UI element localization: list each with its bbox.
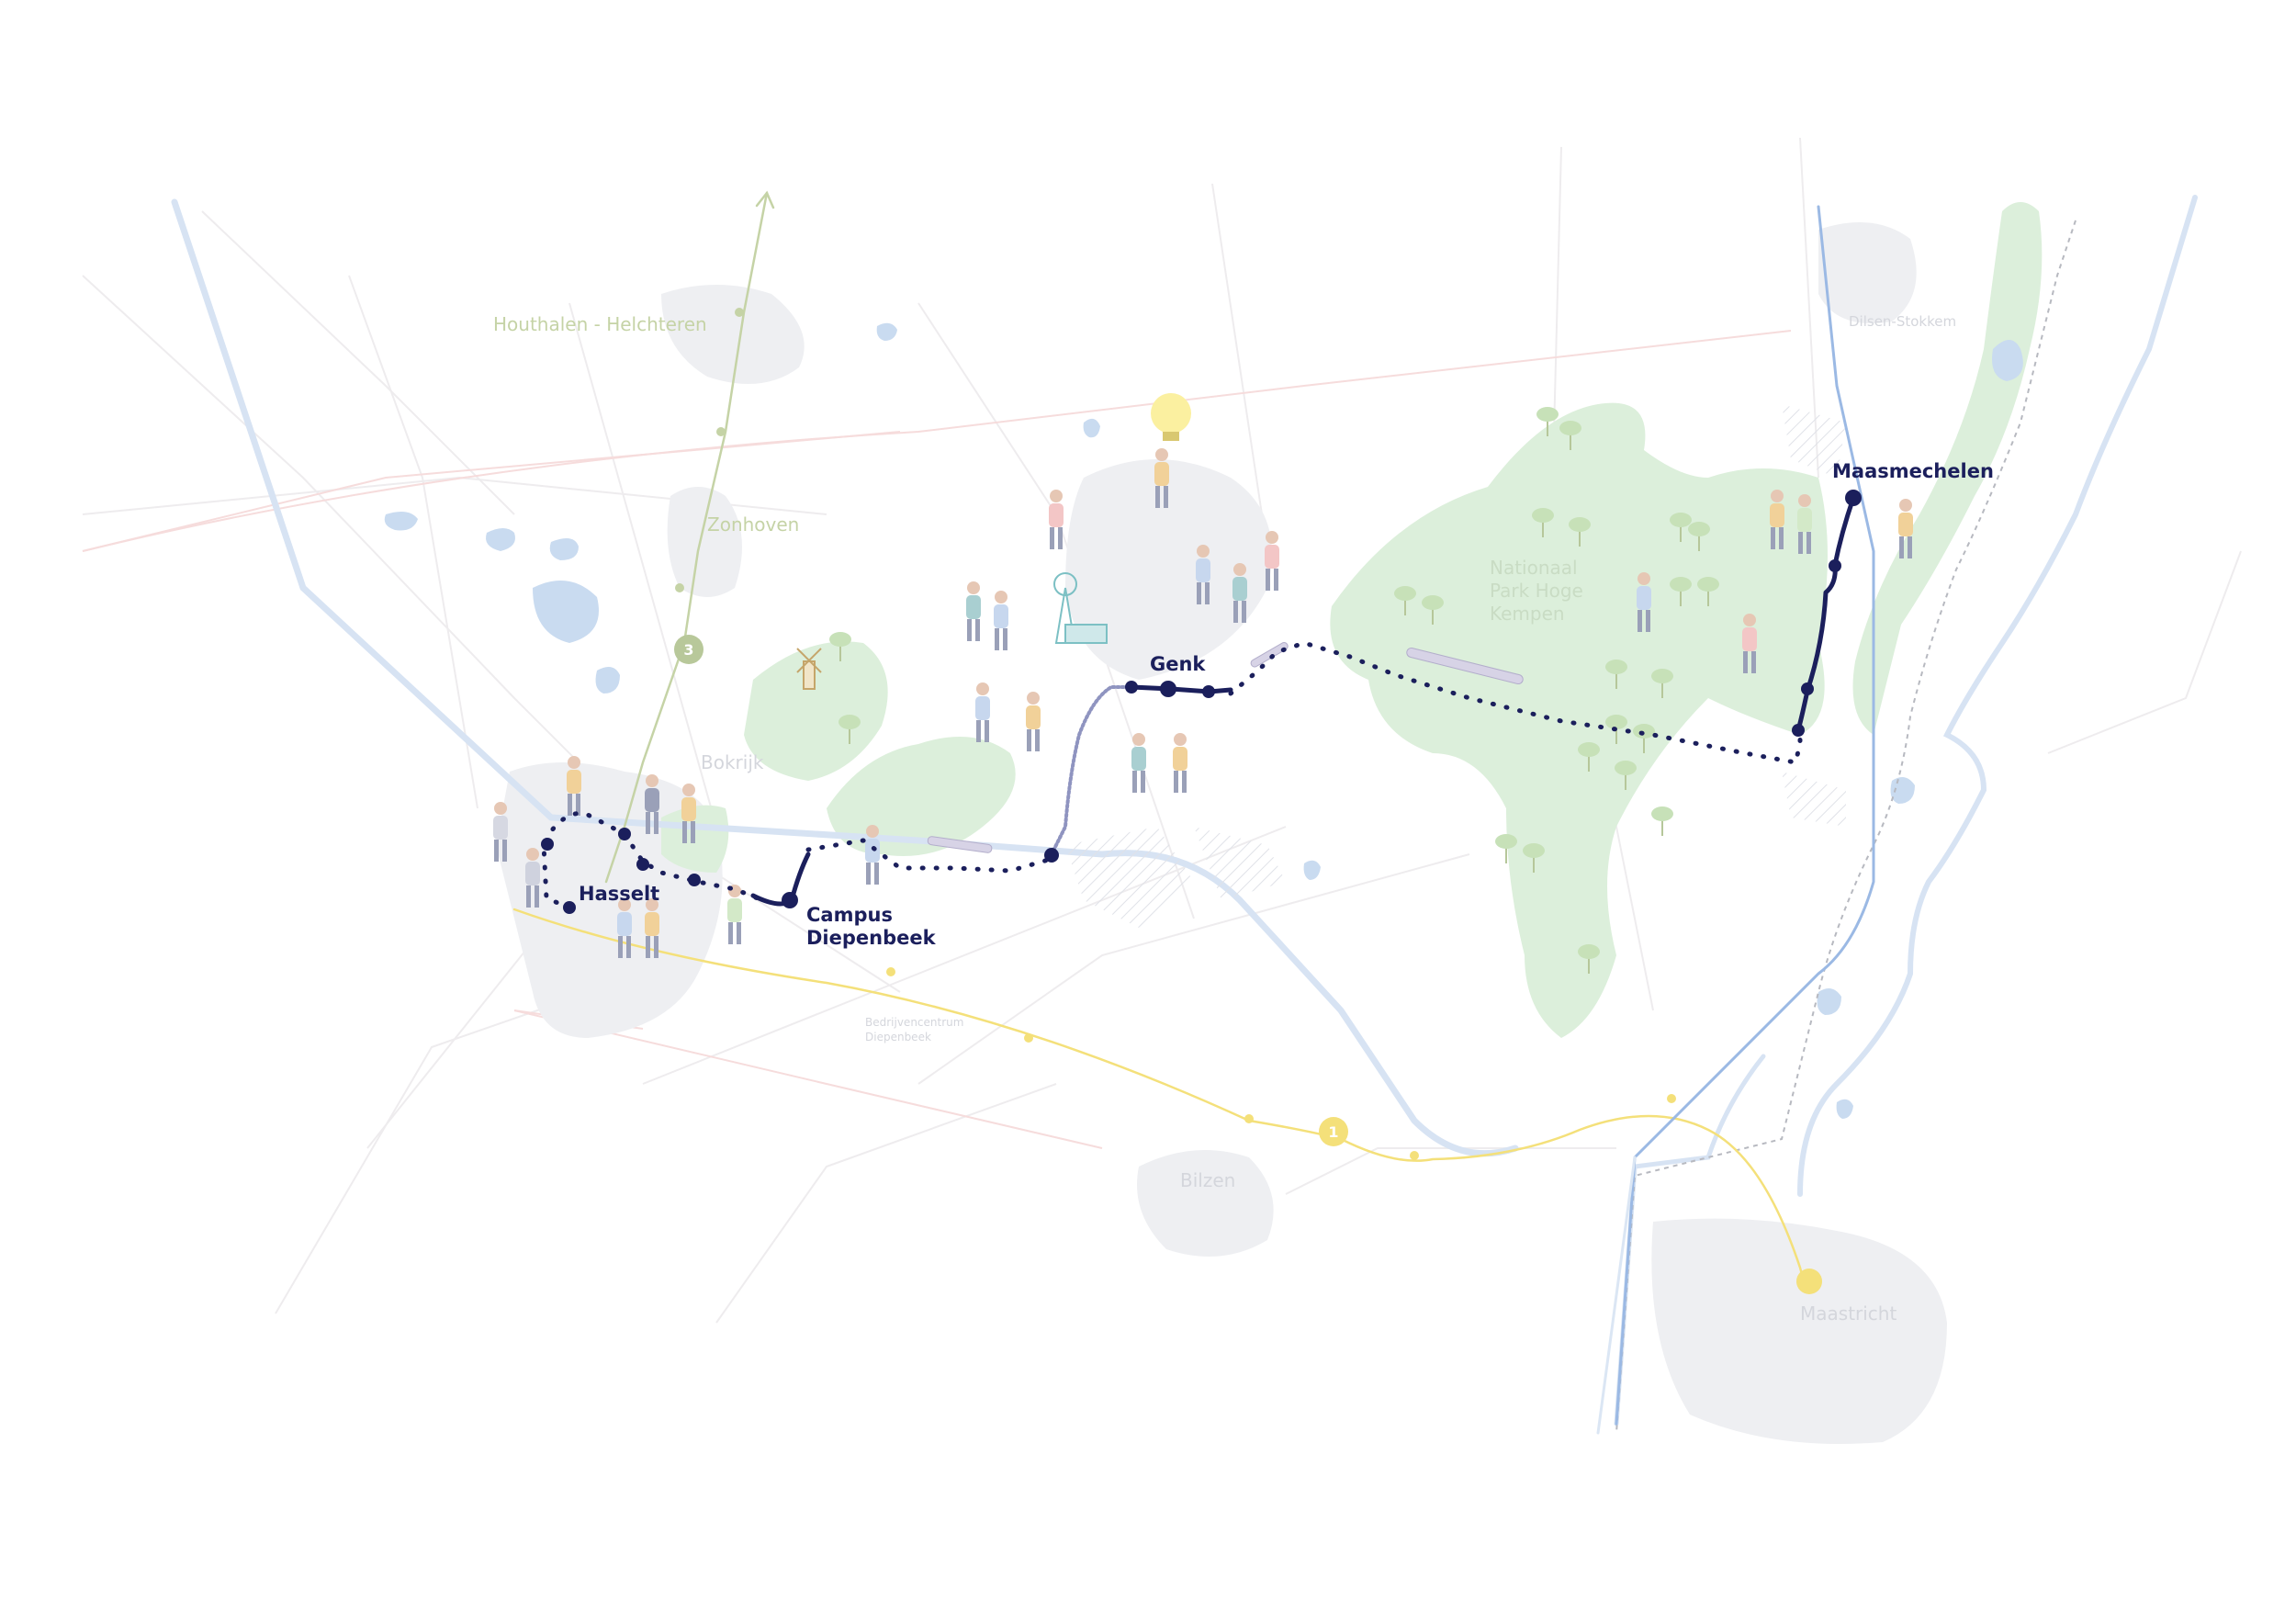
route-feeder-genk [1050, 685, 1133, 856]
place-label-houthalen: Houthalen - Helchteren [493, 313, 707, 335]
windmill-icon [796, 648, 822, 690]
rail-line-3-arrow [755, 190, 775, 209]
green-bokrijk [744, 641, 888, 781]
rail-stations [675, 308, 744, 592]
urban-maastricht [1651, 1218, 1947, 1444]
place-label-maastricht: Maastricht [1800, 1303, 1896, 1325]
place-label-nationaal-3: Kempen [1490, 603, 1565, 625]
stop-marker-maasmechelen [1845, 490, 1862, 506]
urban-areas [496, 222, 1947, 1444]
stop-marker-hasselt-east [618, 828, 631, 840]
route-solid-maasmechelen [1795, 495, 1856, 733]
red-roads [82, 330, 1792, 1149]
stop-marker-campus [782, 892, 798, 908]
place-label-bokrijk: Bokrijk [701, 751, 764, 773]
route-line [541, 495, 1856, 910]
line-3-badge: 3 [674, 635, 703, 664]
stop-marker-hasselt [563, 901, 576, 914]
stop-marker-genk-east [1202, 685, 1215, 698]
mine-tower-icon [1053, 572, 1108, 644]
rail-line-blue-west [1596, 1156, 1637, 1435]
place-labels: Houthalen - Helchteren Zonhoven Bokrijk … [493, 313, 1956, 1325]
place-label-nationaal-2: Park Hoge [1490, 580, 1583, 602]
urban-zonhoven [667, 487, 742, 597]
stop-label-hasselt: Hasselt [579, 883, 659, 905]
dashed-border [1615, 220, 2077, 1434]
stop-marker-genk-west [1125, 681, 1138, 694]
place-label-nationaal-1: Nationaal [1490, 557, 1578, 579]
stop-label-campus-2: Diepenbeek [806, 927, 937, 949]
route-dotted-hasselt-west [541, 811, 765, 910]
place-label-zonhoven: Zonhoven [707, 513, 799, 536]
urban-genk [1065, 459, 1272, 680]
rail-stations-yellow [886, 967, 1822, 1294]
rail-lines [512, 190, 1875, 1435]
route-stops [541, 490, 1862, 914]
water-bodies [384, 322, 2023, 1119]
stop-label-campus-1: Campus [806, 904, 893, 926]
river-maas [1797, 195, 2198, 1197]
stop-marker-maasmechelen-mid [1829, 559, 1841, 572]
urban-dilsen [1818, 222, 1917, 323]
route-solid-genk [1129, 684, 1233, 694]
stop-marker-genk [1160, 681, 1176, 697]
place-label-bilzen: Bilzen [1180, 1169, 1235, 1191]
urban-bilzen [1137, 1150, 1274, 1257]
green-nationaal-park [1330, 402, 1828, 1039]
rail-line-1 [512, 908, 1820, 1293]
rail-line-blue [1615, 205, 1875, 1426]
stop-marker-maasmechelen-end [1792, 724, 1805, 737]
route-dotted-campus-genk [805, 838, 1054, 874]
route-solid-campus [750, 851, 811, 907]
train-icon [927, 642, 1524, 853]
place-label-bedrijven-2: Diepenbeek [865, 1031, 931, 1043]
stop-label-maasmechelen: Maasmechelen [1832, 460, 1994, 482]
stop-marker-hasselt-north [541, 838, 554, 851]
place-label-bedrijven-1: Bedrijvencentrum [865, 1016, 963, 1029]
stop-labels: Hasselt Campus Diepenbeek Genk Maasmeche… [579, 460, 1994, 949]
lightbulb-icon [1151, 393, 1191, 441]
place-label-dilsen: Dilsen-Stokkem [1849, 313, 1956, 330]
line-1-badge: 1 [1319, 1117, 1348, 1146]
stop-marker-hasselt-south [636, 858, 649, 871]
stop-marker-genk-west-junction [1044, 848, 1059, 863]
svg-text:3: 3 [683, 641, 693, 659]
svg-text:1: 1 [1328, 1123, 1338, 1141]
hatched-zones [1065, 404, 1846, 928]
stop-marker-hasselt-southeast [688, 874, 701, 886]
green-maas-valley [1852, 202, 2043, 735]
rail-line-3 [604, 191, 769, 884]
urban-houthalen [661, 285, 805, 384]
river-zuid-willemsvaart [1614, 1054, 1766, 1427]
stop-label-genk: Genk [1150, 653, 1206, 675]
green-areas [661, 202, 2043, 1039]
stop-marker-maasmechelen-south [1801, 682, 1814, 695]
